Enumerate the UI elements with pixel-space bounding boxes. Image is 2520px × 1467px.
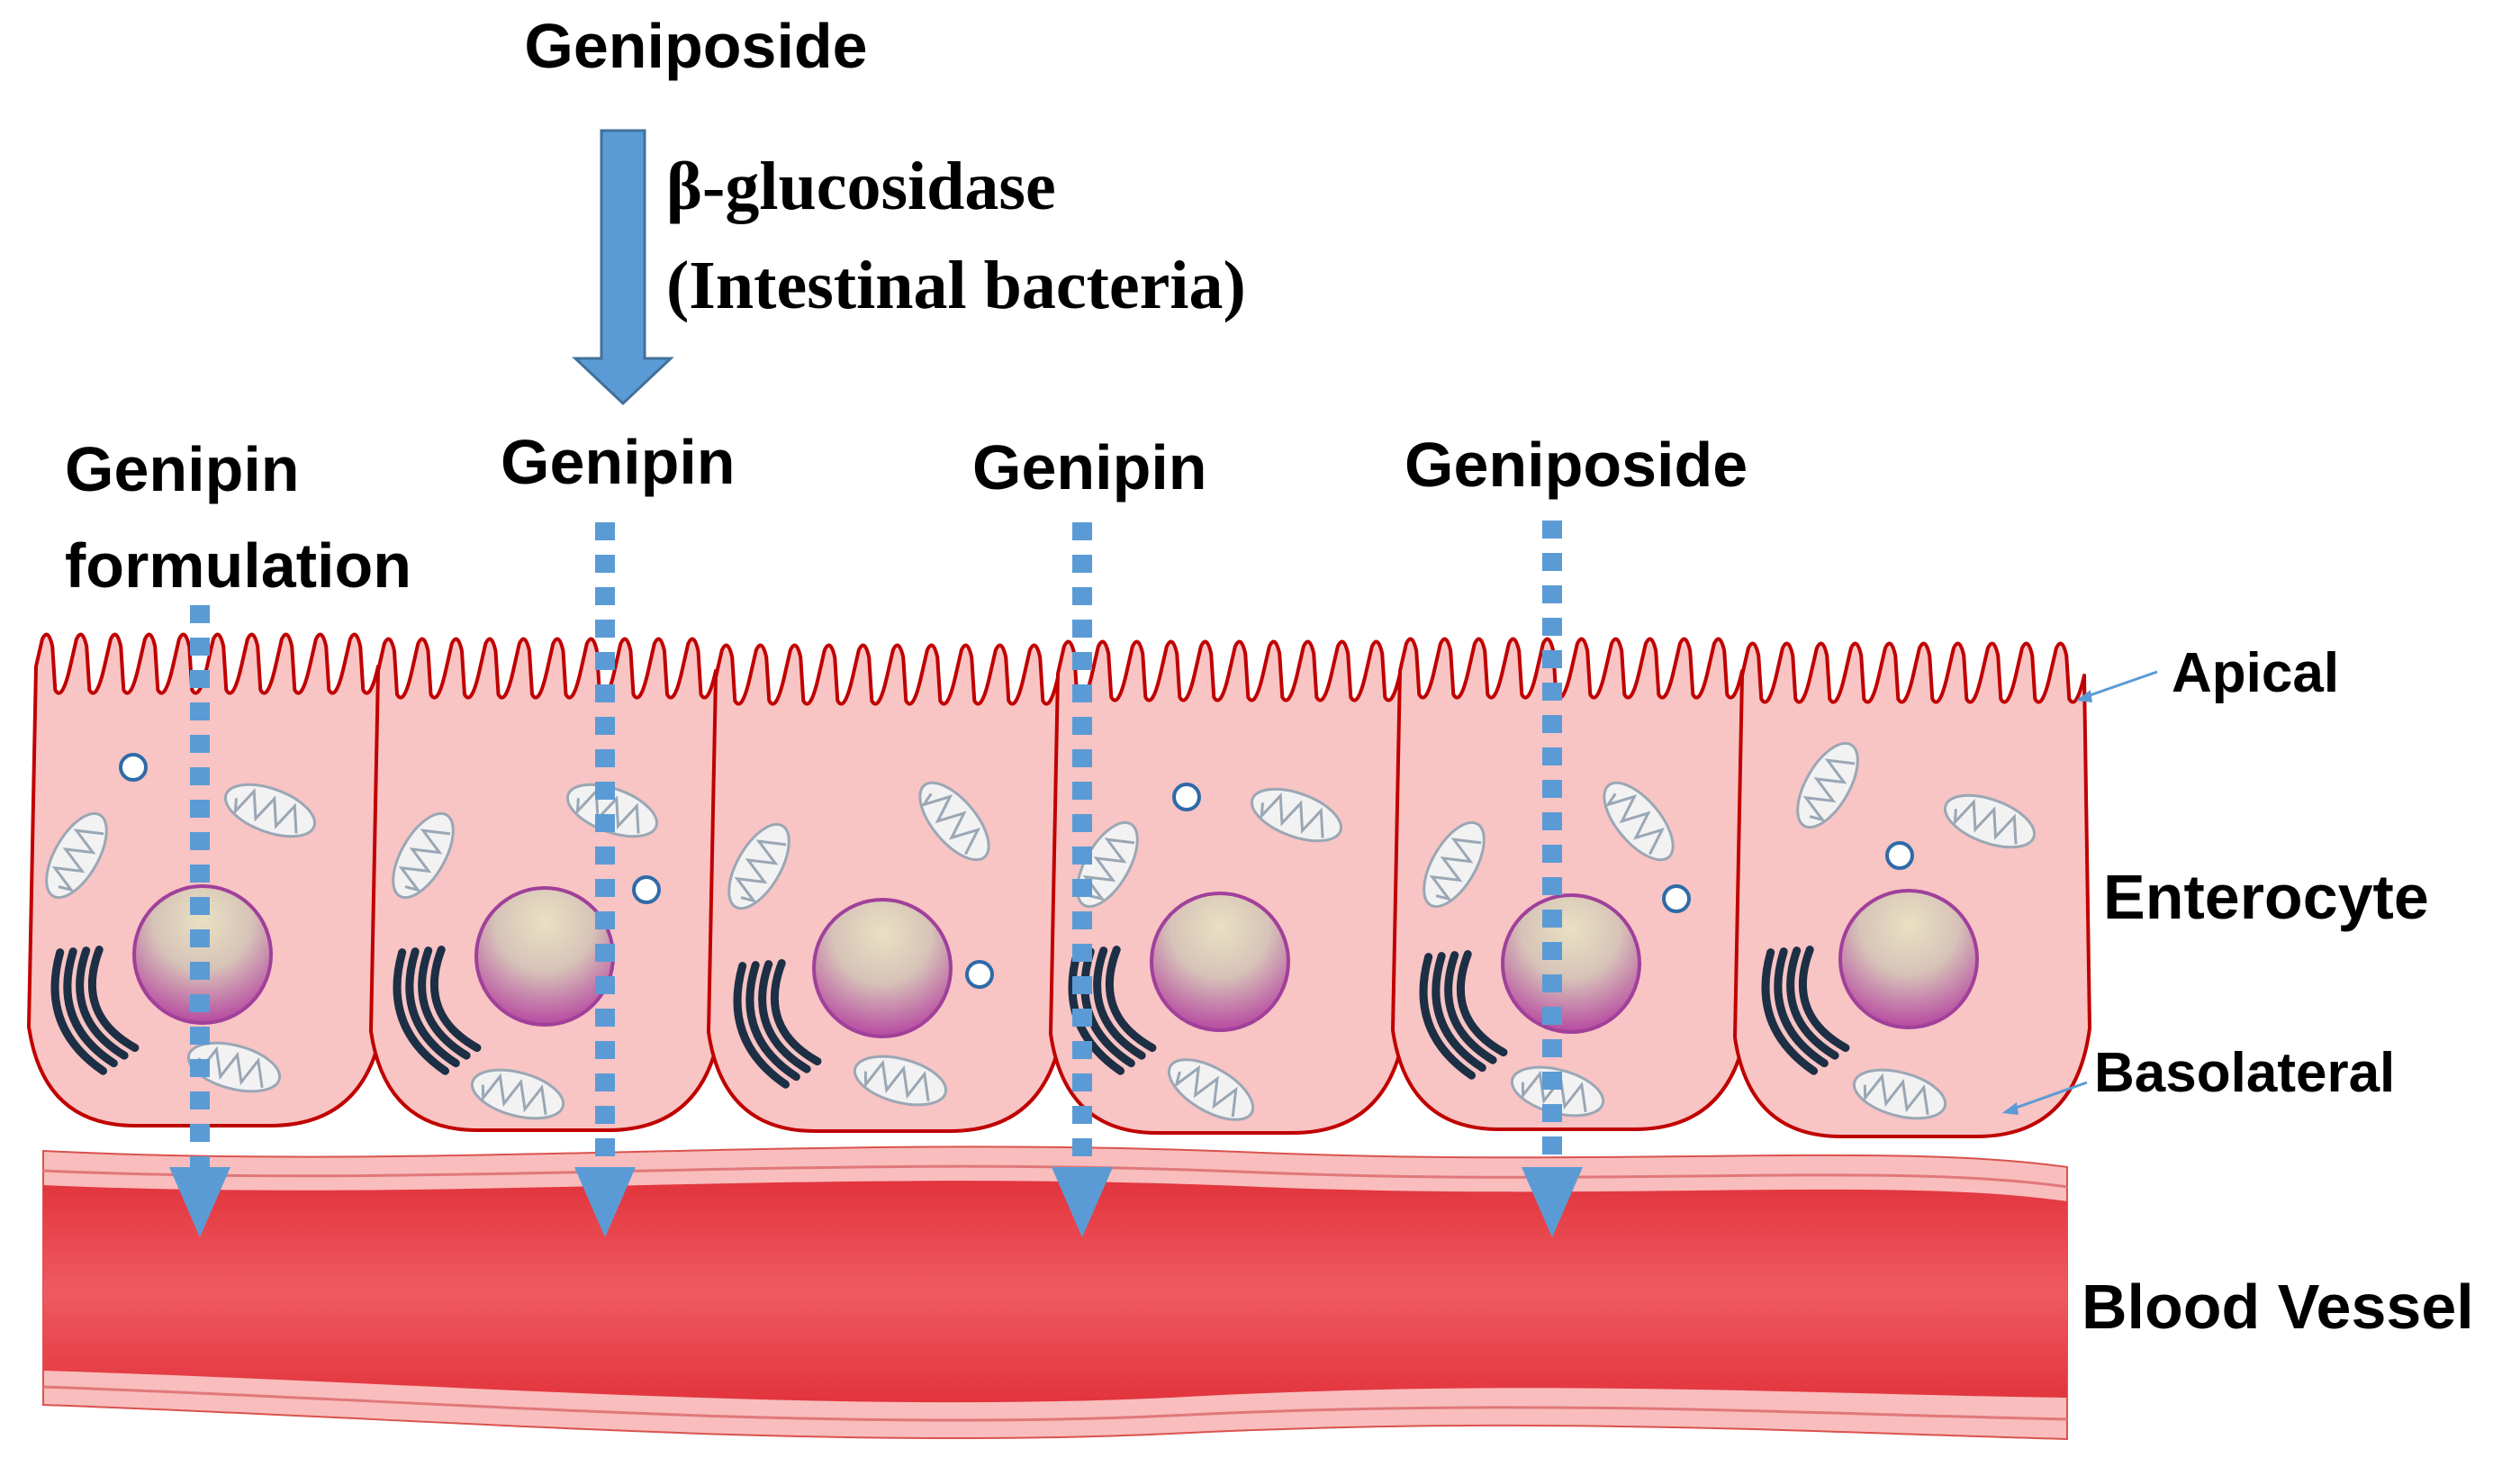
nucleus-icon <box>1501 893 1641 1034</box>
dashed-arrow <box>574 522 636 1237</box>
enterocyte-label: Enterocyte <box>2103 862 2429 932</box>
nucleus-icon <box>1838 889 1979 1029</box>
vesicle-icon <box>632 875 661 904</box>
dashed-arrow-head <box>169 1167 230 1237</box>
basolateral-label: Basolateral <box>2094 1042 2395 1104</box>
nucleus-icon <box>132 884 273 1025</box>
mitochondrion-icon <box>1796 741 1859 829</box>
enterocyte-cell <box>369 637 723 1132</box>
enterocyte-cell <box>1391 637 1749 1131</box>
dashed-arrow-head <box>1522 1167 1583 1237</box>
enterocyte-cell <box>1733 641 2091 1138</box>
vesicle-icon <box>1885 841 1914 870</box>
enzyme-source-label: (Intestinal bacteria) <box>666 248 1246 323</box>
dashed-arrow-head <box>574 1167 636 1237</box>
golgi-icon <box>1419 950 1508 1080</box>
mitochondrion-icon <box>186 1041 282 1093</box>
top-substrate-label: Geniposide <box>524 11 867 81</box>
column-3-label: Genipin <box>972 432 1207 503</box>
cell-membrane <box>1391 637 1749 1131</box>
enzyme-label: β-glucosidase <box>666 149 1056 224</box>
dashed-arrow <box>1052 522 1113 1237</box>
blood-vessel <box>42 1146 2068 1441</box>
nucleus-icon <box>812 898 953 1038</box>
mitochondrion-icon <box>1250 787 1343 843</box>
vessel-lumen <box>43 1181 2067 1403</box>
vesicle-icon <box>119 753 148 782</box>
column-1-label-line2: formulation <box>65 530 411 601</box>
column-4-label: Geniposide <box>1405 430 1748 500</box>
apical-label: Apical <box>2172 642 2339 704</box>
mitochondrion-icon <box>1510 1065 1605 1118</box>
mitochondrion-icon <box>1423 820 1486 909</box>
mitochondrion-icon <box>918 781 990 862</box>
golgi-icon <box>393 946 482 1075</box>
golgi-icon <box>50 946 140 1075</box>
mitochondrion-icon <box>392 811 455 900</box>
column-2-label: Genipin <box>501 427 736 497</box>
mitochondrion-icon <box>853 1055 948 1107</box>
mitochondrion-icon <box>223 783 317 838</box>
mitochondrion-icon <box>727 822 790 910</box>
mitochondrion-icon <box>1943 793 2037 849</box>
cell-membrane <box>707 643 1065 1133</box>
enterocyte-cell <box>707 643 1065 1133</box>
enterocyte-cell <box>27 632 385 1127</box>
enterocyte-cell <box>1049 639 1407 1135</box>
mitochondrion-icon <box>470 1068 565 1120</box>
nucleus-icon <box>474 886 615 1027</box>
cell-membrane <box>1049 639 1407 1135</box>
conversion-arrow <box>572 129 674 406</box>
mitochondrion-icon <box>1076 820 1139 909</box>
pointer-lines <box>2002 670 2158 1115</box>
vesicle-icon <box>965 960 994 989</box>
nucleus-icon <box>1150 892 1290 1032</box>
golgi-icon <box>733 959 822 1089</box>
golgi-icon <box>1761 946 1850 1075</box>
mitochondrion-icon <box>45 811 108 900</box>
column-1-label-line1: Genipin <box>65 434 300 504</box>
absorption-arrows <box>169 521 1583 1237</box>
blood-vessel-label: Blood Vessel <box>2082 1272 2474 1342</box>
dashed-arrow <box>169 605 230 1237</box>
vesicle-icon <box>1172 783 1201 811</box>
mitochondrion-icon <box>1852 1068 1947 1120</box>
dashed-arrow-head <box>1052 1167 1113 1237</box>
dashed-arrow <box>1522 521 1583 1237</box>
mitochondrion-icon <box>1603 781 1675 862</box>
vesicle-icon <box>1662 884 1691 913</box>
mitochondrion-icon <box>1167 1058 1255 1121</box>
enterocyte-layer <box>27 632 2091 1138</box>
cell-membrane <box>369 637 723 1132</box>
